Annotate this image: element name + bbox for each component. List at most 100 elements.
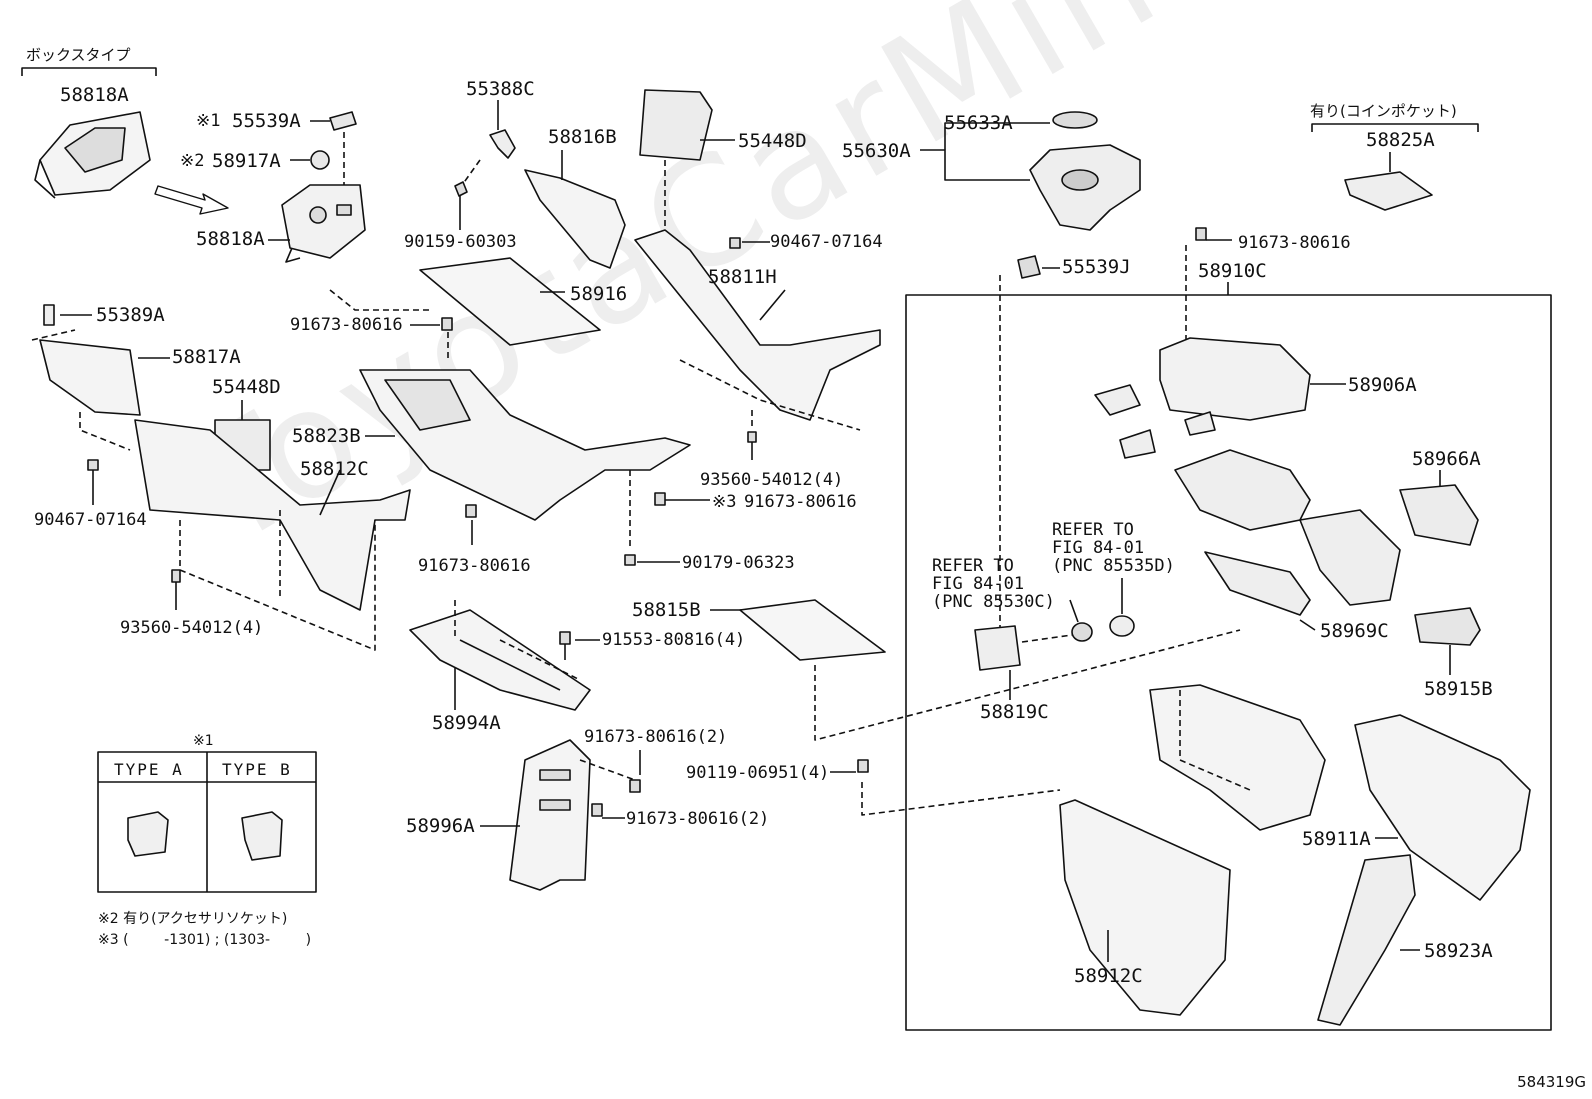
part-58816B [524, 169, 626, 269]
label-93560-54012-top: 93560-54012(4) [700, 470, 844, 490]
part-55388C [489, 129, 516, 159]
label-58911A: 58911A [1302, 828, 1371, 850]
type-table [97, 751, 317, 893]
label-91673-80616-d: 91673-80616(2) [584, 727, 728, 747]
label-90119-06951: 90119-06951(4) [686, 763, 830, 783]
part-58994A [409, 609, 591, 711]
label-90467-07164-left: 90467-07164 [34, 510, 147, 530]
part-58823B [359, 369, 691, 521]
refer-85535D-line2: FIG 84-01 [1052, 538, 1145, 558]
refer-85530C-line3: (PNC 85530C) [932, 592, 1055, 612]
label-55389A: 55389A [96, 304, 165, 326]
label-55388C: 55388C [466, 78, 535, 100]
label-90159-60303: 90159-60303 [404, 232, 517, 252]
part-91673-c [465, 504, 477, 518]
label-55633A: 55633A [944, 112, 1013, 134]
part-58815B [739, 599, 886, 661]
label-58916: 58916 [570, 283, 628, 305]
part-91673-f [1195, 227, 1207, 241]
part-58811H [634, 229, 881, 421]
label-58818A: 58818A [196, 228, 265, 250]
label-note3-mark: ※3 [712, 492, 737, 512]
part-55448D-top [639, 89, 713, 161]
part-91673-b [654, 492, 666, 506]
label-91673-80616-b: 91673-80616 [744, 492, 857, 512]
label-58912C: 58912C [1074, 965, 1143, 987]
part-91673-d [629, 779, 641, 793]
label-note1-mark: ※1 [196, 111, 221, 131]
part-58911A [1354, 714, 1531, 901]
label-58811H: 58811H [708, 266, 777, 288]
label-58823B: 58823B [292, 425, 361, 447]
label-55630A: 55630A [842, 140, 911, 162]
label-55539A: 55539A [232, 110, 301, 132]
label-58910C: 58910C [1198, 260, 1267, 282]
label-58994A: 58994A [432, 712, 501, 734]
label-58969C: 58969C [1320, 620, 1389, 642]
label-93560-54012-left: 93560-54012(4) [120, 618, 264, 638]
part-55539A [329, 111, 357, 131]
box-type-title: ボックスタイプ [26, 46, 131, 64]
part-58917A [310, 150, 330, 170]
part-90179 [624, 554, 636, 566]
part-58966A [1399, 484, 1479, 546]
label-58817A: 58817A [172, 346, 241, 368]
hinge-2 [1119, 429, 1156, 459]
type-b-header: TYPE B [222, 760, 292, 779]
refer-85530C-line1: REFER TO [932, 556, 1014, 576]
part-91553 [559, 631, 571, 645]
note-2: ※2 有り(アクセサリソケット) [98, 911, 288, 927]
part-55389A [43, 304, 55, 326]
part-55633A [1052, 111, 1098, 129]
part-93560-top [747, 431, 757, 443]
label-58915B: 58915B [1424, 678, 1493, 700]
part-91673-a [441, 317, 453, 331]
part-58906A [1159, 337, 1311, 421]
label-55448D-left: 55448D [212, 376, 281, 398]
part-58812C [134, 419, 411, 611]
part-58923A [1317, 854, 1416, 1026]
latch [1184, 411, 1216, 436]
refer-85535D-line3: (PNC 85535D) [1052, 556, 1175, 576]
part-90467-left [87, 459, 99, 471]
part-55539J [1017, 255, 1041, 279]
figure-code: 584319G [1517, 1073, 1586, 1091]
refer-85530C-line2: FIG 84-01 [932, 574, 1025, 594]
label-58906A: 58906A [1348, 374, 1417, 396]
part-58825A [1344, 171, 1433, 211]
label-58816B: 58816B [548, 126, 617, 148]
label-58966A: 58966A [1412, 448, 1481, 470]
part-58912C [1059, 799, 1231, 1016]
refer-part-85530C [1071, 622, 1093, 642]
coin-pocket-bracket [1311, 123, 1479, 132]
console-mechanism [1299, 509, 1401, 606]
label-58996A: 58996A [406, 815, 475, 837]
refer-85535D-line1: REFER TO [1052, 520, 1134, 540]
label-55448D-top: 55448D [738, 130, 807, 152]
part-58817A [39, 339, 141, 416]
label-91673-80616-a: 91673-80616 [290, 315, 403, 335]
type-table-mark: ※1 [193, 733, 214, 749]
part-58818A-box [34, 111, 151, 199]
label-55539J: 55539J [1062, 256, 1131, 278]
label-91553-80816: 91553-80816(4) [602, 630, 746, 650]
box-type-bracket [21, 67, 157, 76]
coin-pocket-title: 有り(コインポケット) [1310, 102, 1457, 120]
part-58969C [1204, 551, 1311, 616]
label-90179-06323: 90179-06323 [682, 553, 795, 573]
part-58915B [1414, 607, 1481, 646]
label-58819C: 58819C [980, 701, 1049, 723]
label-58825A: 58825A [1366, 129, 1435, 151]
part-90159 [454, 181, 468, 197]
label-91673-80616-e: 91673-80616(2) [626, 809, 770, 829]
part-91673-e [591, 803, 603, 817]
part-58818A-panel [281, 184, 366, 263]
part-55630A [1029, 144, 1141, 231]
part-90467-top [729, 237, 741, 249]
console-lower [1149, 684, 1326, 831]
part-58819C [974, 625, 1021, 671]
refer-part-85535D [1109, 615, 1135, 637]
part-58916 [419, 257, 601, 346]
arrow-right [154, 185, 229, 215]
